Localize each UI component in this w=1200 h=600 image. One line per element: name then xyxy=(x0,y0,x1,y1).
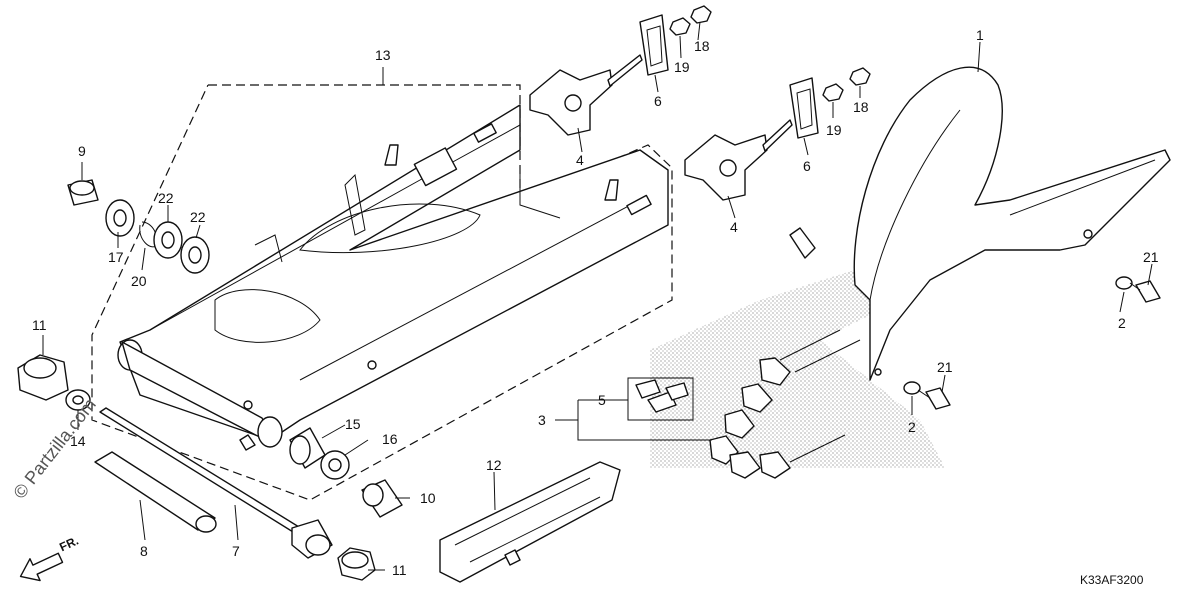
label-part-18a: 18 xyxy=(694,38,710,54)
chain-slider xyxy=(439,461,621,583)
label-part-2a: 2 xyxy=(1118,315,1126,331)
label-part-18b: 18 xyxy=(853,99,869,115)
label-part-14: 14 xyxy=(70,433,86,449)
label-part-19a: 19 xyxy=(674,59,690,75)
pivot-bearings xyxy=(105,199,210,274)
label-part-3: 3 xyxy=(538,412,546,428)
fender-bolts xyxy=(903,276,1161,410)
pivot-collar xyxy=(94,451,217,533)
label-part-22a: 22 xyxy=(158,190,174,206)
label-part-15: 15 xyxy=(345,416,361,432)
label-part-21b: 21 xyxy=(937,359,953,375)
adjuster-plates xyxy=(639,5,871,139)
label-part-7: 7 xyxy=(232,543,240,559)
pivot-bolt xyxy=(99,407,333,559)
front-direction-label: FR. xyxy=(57,533,80,554)
label-part-12: 12 xyxy=(486,457,502,473)
label-part-6b: 6 xyxy=(803,158,811,174)
master-link xyxy=(627,377,694,421)
label-part-19b: 19 xyxy=(826,122,842,138)
part-labels: 1 2 2 3 4 4 5 6 6 7 8 9 10 11 11 12 13 1… xyxy=(32,27,1159,578)
rear-fender xyxy=(789,66,1171,381)
label-part-2b: 2 xyxy=(908,419,916,435)
label-part-5: 5 xyxy=(598,392,606,408)
label-part-6a: 6 xyxy=(654,93,662,109)
drive-chain xyxy=(709,329,861,479)
chain-adjuster-right xyxy=(684,119,793,201)
label-part-8: 8 xyxy=(140,543,148,559)
label-part-1: 1 xyxy=(976,27,984,43)
label-part-11a: 11 xyxy=(32,317,47,333)
label-part-16: 16 xyxy=(382,431,398,447)
label-part-4a: 4 xyxy=(576,152,584,168)
label-part-9: 9 xyxy=(78,143,86,159)
drawing-code: K33AF3200 xyxy=(1080,573,1144,587)
swingarm xyxy=(117,104,669,451)
front-direction-arrow: FR. xyxy=(19,533,81,582)
label-part-20: 20 xyxy=(131,273,147,289)
label-part-22b: 22 xyxy=(190,209,206,225)
label-part-17: 17 xyxy=(108,249,124,265)
watermark-text: © Partzilla.com xyxy=(9,395,99,503)
chain-path-shading xyxy=(650,265,945,468)
label-part-21a: 21 xyxy=(1143,249,1159,265)
label-part-11b: 11 xyxy=(392,562,407,578)
label-part-10: 10 xyxy=(420,490,436,506)
pivot-hardware xyxy=(17,179,403,581)
chain-adjuster-left xyxy=(529,54,643,136)
label-part-4b: 4 xyxy=(730,219,738,235)
label-part-13: 13 xyxy=(375,47,391,63)
leader-lines xyxy=(42,21,1153,571)
